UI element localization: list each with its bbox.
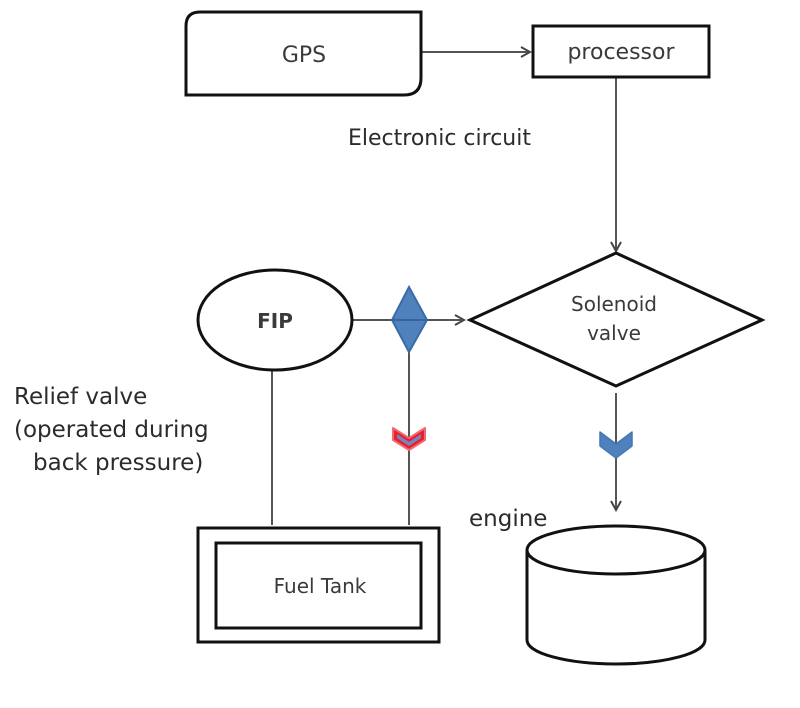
fuel-tank-label: Fuel Tank: [274, 574, 367, 598]
junction-valve[interactable]: [390, 284, 429, 355]
fip-node[interactable]: FIP: [196, 268, 354, 372]
relief-valve-annotation: Relief valve (operated during back press…: [14, 384, 209, 476]
solenoid-label-line1: Solenoid: [571, 292, 657, 316]
engine-cylinder-body: [525, 550, 707, 666]
processor-node[interactable]: processor: [531, 24, 711, 79]
processor-label: processor: [567, 40, 675, 65]
electronic-circuit-label: Electronic circuit: [348, 126, 531, 151]
return-flow-chevron-icon: [392, 427, 426, 451]
solenoid-diamond: [466, 251, 766, 388]
fip-ellipse: [196, 268, 354, 372]
fuel-tank-inner-box: [214, 541, 423, 630]
fip-label: FIP: [257, 309, 293, 333]
forward-flow-chevron-icon: [599, 431, 633, 459]
engine-node[interactable]: [525, 524, 707, 666]
engine-cylinder-top: [525, 524, 707, 576]
processor-box: [531, 24, 711, 79]
fuel-tank-node[interactable]: Fuel Tank: [196, 526, 441, 644]
gps-box: [184, 10, 423, 97]
gps-label: GPS: [282, 43, 326, 68]
solenoid-valve-node[interactable]: Solenoid valve: [466, 251, 766, 388]
gps-node[interactable]: GPS: [184, 10, 423, 97]
engine-label: engine: [469, 506, 547, 532]
solenoid-label-line2: valve: [587, 321, 641, 345]
relief-valve-line2: (operated during: [14, 417, 209, 443]
relief-valve-line3: back pressure): [33, 450, 203, 476]
relief-valve-line1: Relief valve: [14, 384, 147, 410]
